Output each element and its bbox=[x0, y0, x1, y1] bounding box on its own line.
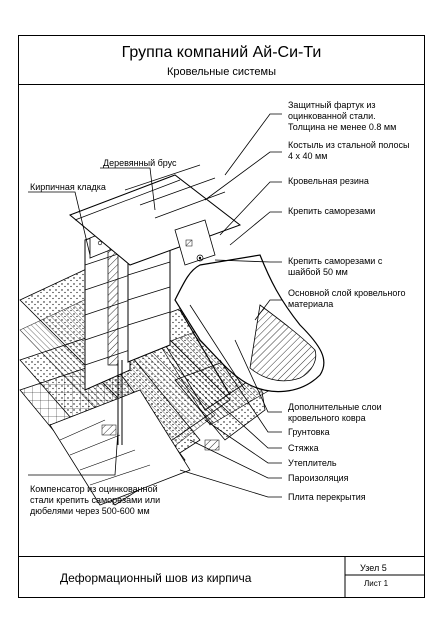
page-title: Группа компаний Ай-Си-Ти bbox=[121, 44, 322, 61]
label-rezina: Кровельная резина bbox=[288, 176, 369, 186]
stamp-sheet: Лист 1 bbox=[364, 579, 389, 588]
stamp-divider bbox=[18, 556, 425, 557]
label-plita: Плита перекрытия bbox=[288, 492, 366, 502]
stamp-node: Узел 5 bbox=[360, 563, 387, 573]
header-divider bbox=[18, 84, 425, 85]
drawing-frame bbox=[18, 35, 425, 598]
membrane bbox=[174, 254, 325, 396]
label-brus: Деревянный брус bbox=[103, 158, 177, 168]
leader-lines bbox=[28, 113, 282, 498]
page-subtitle: Кровельные системы bbox=[166, 66, 277, 78]
flashing bbox=[69, 164, 242, 266]
label-paroizolyaciya: Пароизоляция bbox=[288, 473, 349, 483]
stamp-title: Деформационный шов из кирпича bbox=[60, 571, 252, 585]
label-krepit-samorezami: Крепить саморезами bbox=[288, 206, 376, 216]
label-kladka: Кирпичная кладка bbox=[30, 182, 106, 192]
label-uteplitel: Утеплитель bbox=[288, 458, 337, 468]
label-styazhka: Стяжка bbox=[288, 443, 319, 453]
label-gruntovka: Грунтовка bbox=[288, 427, 330, 437]
